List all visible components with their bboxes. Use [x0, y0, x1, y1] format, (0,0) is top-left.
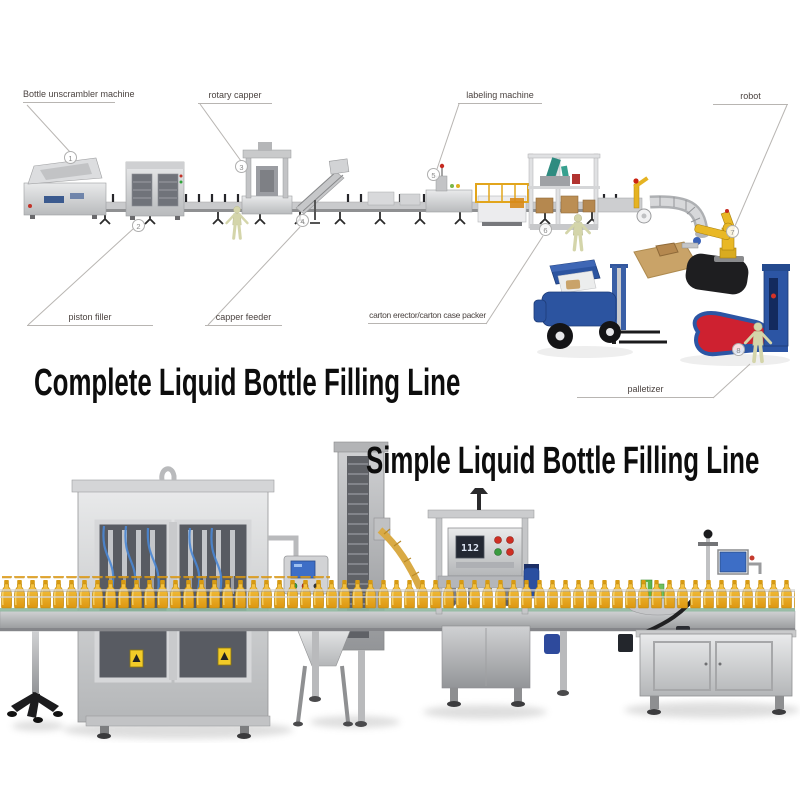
marker-7: 7	[726, 225, 739, 238]
packer-outfeed	[597, 197, 652, 224]
photo-bottles	[0, 576, 795, 610]
marker-3: 3	[235, 160, 248, 173]
label-rotary-capper: rotary capper	[198, 90, 272, 104]
marker-2: 2	[132, 219, 145, 232]
machine-carton-packer	[527, 153, 601, 230]
machine-piston-filler	[125, 161, 185, 220]
marker-5: 5	[427, 168, 440, 181]
machine-bottle-unscrambler	[23, 157, 107, 219]
pallet	[685, 253, 749, 295]
simple-line-photo: 112	[0, 441, 800, 739]
label-piston-filler: piston filler	[27, 312, 153, 326]
marker-4: 4	[296, 214, 309, 227]
label-palletizer: palletizer	[577, 384, 714, 398]
inline-conveyor-units	[367, 191, 421, 206]
marker-8: 8	[732, 343, 745, 356]
beacon-post	[633, 176, 649, 209]
label-robot: robot	[713, 91, 788, 105]
complete-line-diagram	[23, 103, 790, 399]
worker-figure	[564, 212, 592, 252]
bottle-guide-rails	[0, 589, 795, 598]
machine-capper-feeder	[295, 158, 350, 224]
label-labeling-machine: labeling machine	[458, 90, 542, 104]
title-simple-line: Simple Liquid Bottle Filling Line	[366, 440, 760, 482]
machine-labeling	[425, 163, 473, 213]
marker-6: 6	[539, 223, 552, 236]
label-carton-erector: carton erector/carton case packer	[368, 310, 487, 324]
machine-guarded-conveyor	[475, 183, 529, 226]
conveyor-star-leg	[7, 631, 63, 723]
label-capper-feeder: capper feeder	[205, 312, 282, 326]
marker-1: 1	[64, 151, 77, 164]
machine-rotary-capper	[241, 142, 293, 215]
title-complete-line: Complete Liquid Bottle Filling Line	[34, 362, 461, 404]
cardboard-sheet	[633, 241, 699, 279]
forklift	[533, 259, 667, 358]
capper-display: 112	[461, 543, 479, 554]
callout-leader-lines	[26, 103, 788, 399]
label-bottle-unscrambler: Bottle unscrambler machine	[23, 89, 135, 103]
